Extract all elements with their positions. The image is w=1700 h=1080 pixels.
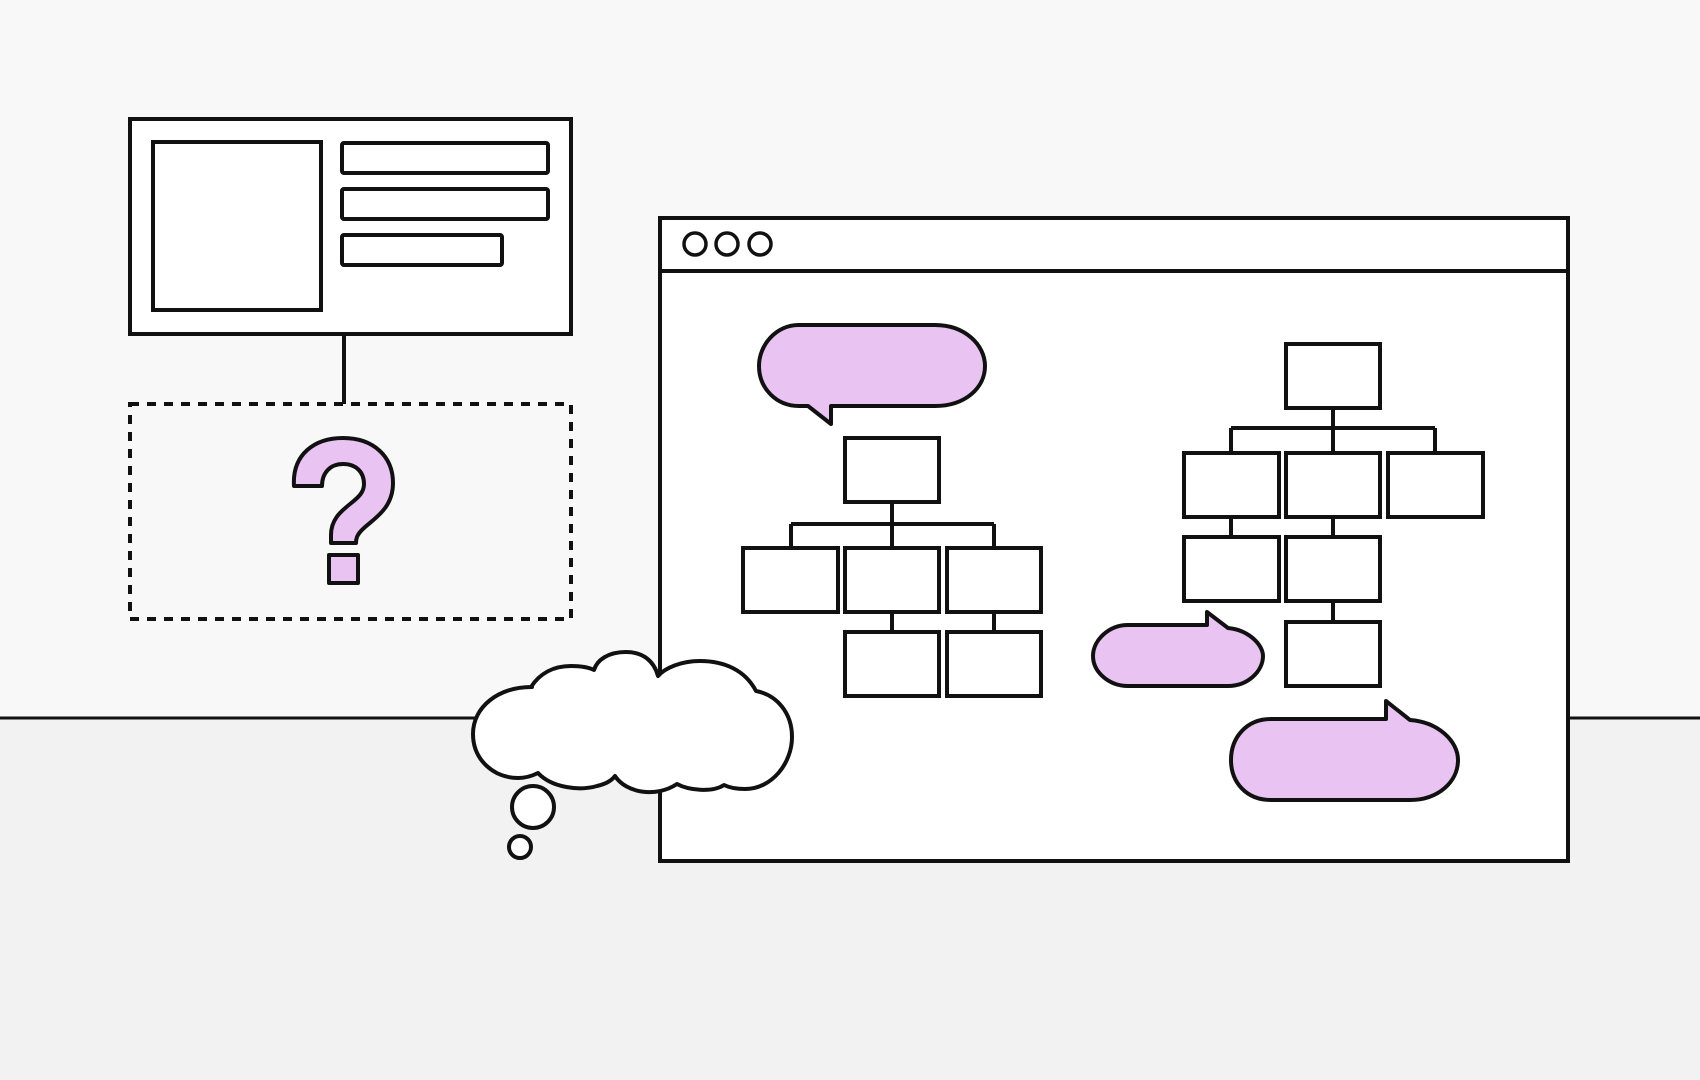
layout-card-image-block [151, 140, 323, 312]
org-node [843, 436, 941, 504]
org-node [945, 546, 1043, 614]
thought-bubble-circle [510, 784, 556, 830]
org-node [945, 630, 1043, 698]
org-node [1182, 535, 1281, 603]
org-node [1386, 451, 1485, 519]
speech-bubble-icon [1091, 610, 1265, 688]
org-node [843, 630, 941, 698]
question-mark-icon [291, 436, 395, 585]
placeholder-box [128, 402, 573, 621]
layout-card-text-line [340, 233, 504, 267]
org-chart-left [741, 436, 1043, 698]
speech-bubble-icon [757, 323, 987, 426]
layout-card [128, 117, 573, 336]
cloud-icon [471, 650, 794, 860]
org-node [1284, 620, 1382, 688]
org-node [741, 546, 840, 614]
org-node [843, 546, 941, 614]
org-node [1284, 451, 1382, 519]
window-dot-icon [714, 231, 740, 257]
speech-bubble-icon [1229, 699, 1460, 802]
org-node [1182, 451, 1281, 519]
org-node [1284, 342, 1382, 410]
org-node [1284, 535, 1382, 603]
thought-bubble-circle [507, 834, 533, 860]
window-dot-icon [747, 231, 773, 257]
layout-card-text-line [340, 187, 550, 221]
layout-card-text-line [340, 141, 550, 175]
org-chart-connectors [1229, 408, 1437, 622]
org-chart-right [1182, 342, 1485, 688]
window-dot-icon [682, 231, 708, 257]
org-chart-connectors [789, 502, 996, 632]
